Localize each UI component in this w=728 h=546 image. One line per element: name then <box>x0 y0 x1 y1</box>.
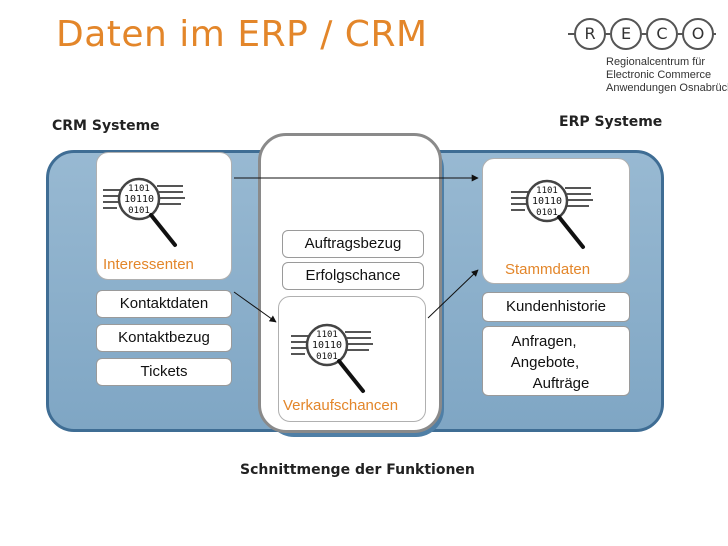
intersection-label: Schnittmenge der Funktionen <box>240 462 475 478</box>
binary-line-2: 10110 <box>312 340 342 351</box>
logo-text: Regionalcentrum für Electronic Commerce … <box>606 56 728 95</box>
arrow-icon <box>427 269 479 319</box>
crm-item-kontaktdaten: Kontaktdaten <box>96 290 232 318</box>
arrow-icon <box>233 291 277 323</box>
crm-card-label: Interessenten <box>103 256 194 273</box>
logo-line-1: Regionalcentrum für <box>606 56 706 68</box>
magnifier-binary-icon: 1101 10110 0101 <box>511 179 593 249</box>
erp-multi-line-2: Angebote, <box>510 354 580 371</box>
binary-line-3: 0101 <box>128 206 150 216</box>
logo-line-3: Anwendungen Osnabrück <box>606 82 728 94</box>
page-title: Daten im ERP / CRM <box>56 14 428 55</box>
erp-item-auftraege: Anfragen, Angebote, Aufträge <box>482 326 630 396</box>
logo-letter-e: E <box>610 18 642 50</box>
logo-line-2: Electronic Commerce <box>606 69 712 81</box>
crm-systems-label: CRM Systeme <box>52 118 160 134</box>
magnifier-binary-icon: 1101 10110 0101 <box>103 177 185 247</box>
erp-multi-line-3: Aufträge <box>532 375 590 392</box>
crm-item-kontaktbezug: Kontaktbezug <box>96 324 232 352</box>
erp-card: 1101 10110 0101 Stammdaten <box>482 158 630 284</box>
erp-card-label: Stammdaten <box>505 261 591 278</box>
center-card-label: Verkaufschancen <box>283 397 399 414</box>
erp-item-kundenhistorie: Kundenhistorie <box>482 292 630 322</box>
center-item-erfolgschance: Erfolgschance <box>282 262 424 290</box>
logo-letter-c: C <box>646 18 678 50</box>
erp-systems-label: ERP Systeme <box>559 114 663 130</box>
binary-line-1: 1101 <box>128 184 150 194</box>
binary-line-3: 0101 <box>316 352 338 362</box>
crm-card: 1101 10110 0101 Interessenten <box>96 152 232 280</box>
logo-letter-o: O <box>682 18 714 50</box>
center-item-auftragsbezug: Auftragsbezug <box>282 230 424 258</box>
binary-line-3: 0101 <box>536 208 558 218</box>
reco-logo: R E C O <box>568 16 716 50</box>
binary-line-1: 1101 <box>316 330 338 340</box>
binary-line-2: 10110 <box>532 196 562 207</box>
binary-line-1: 1101 <box>536 186 558 196</box>
magnifier-binary-icon: 1101 10110 0101 <box>291 323 373 393</box>
crm-item-tickets: Tickets <box>96 358 232 386</box>
binary-line-2: 10110 <box>124 194 154 205</box>
logo-letter-r: R <box>574 18 606 50</box>
center-card: 1101 10110 0101 Verkaufschancen <box>278 296 426 422</box>
erp-multi-line-1: Anfragen, <box>511 333 577 350</box>
